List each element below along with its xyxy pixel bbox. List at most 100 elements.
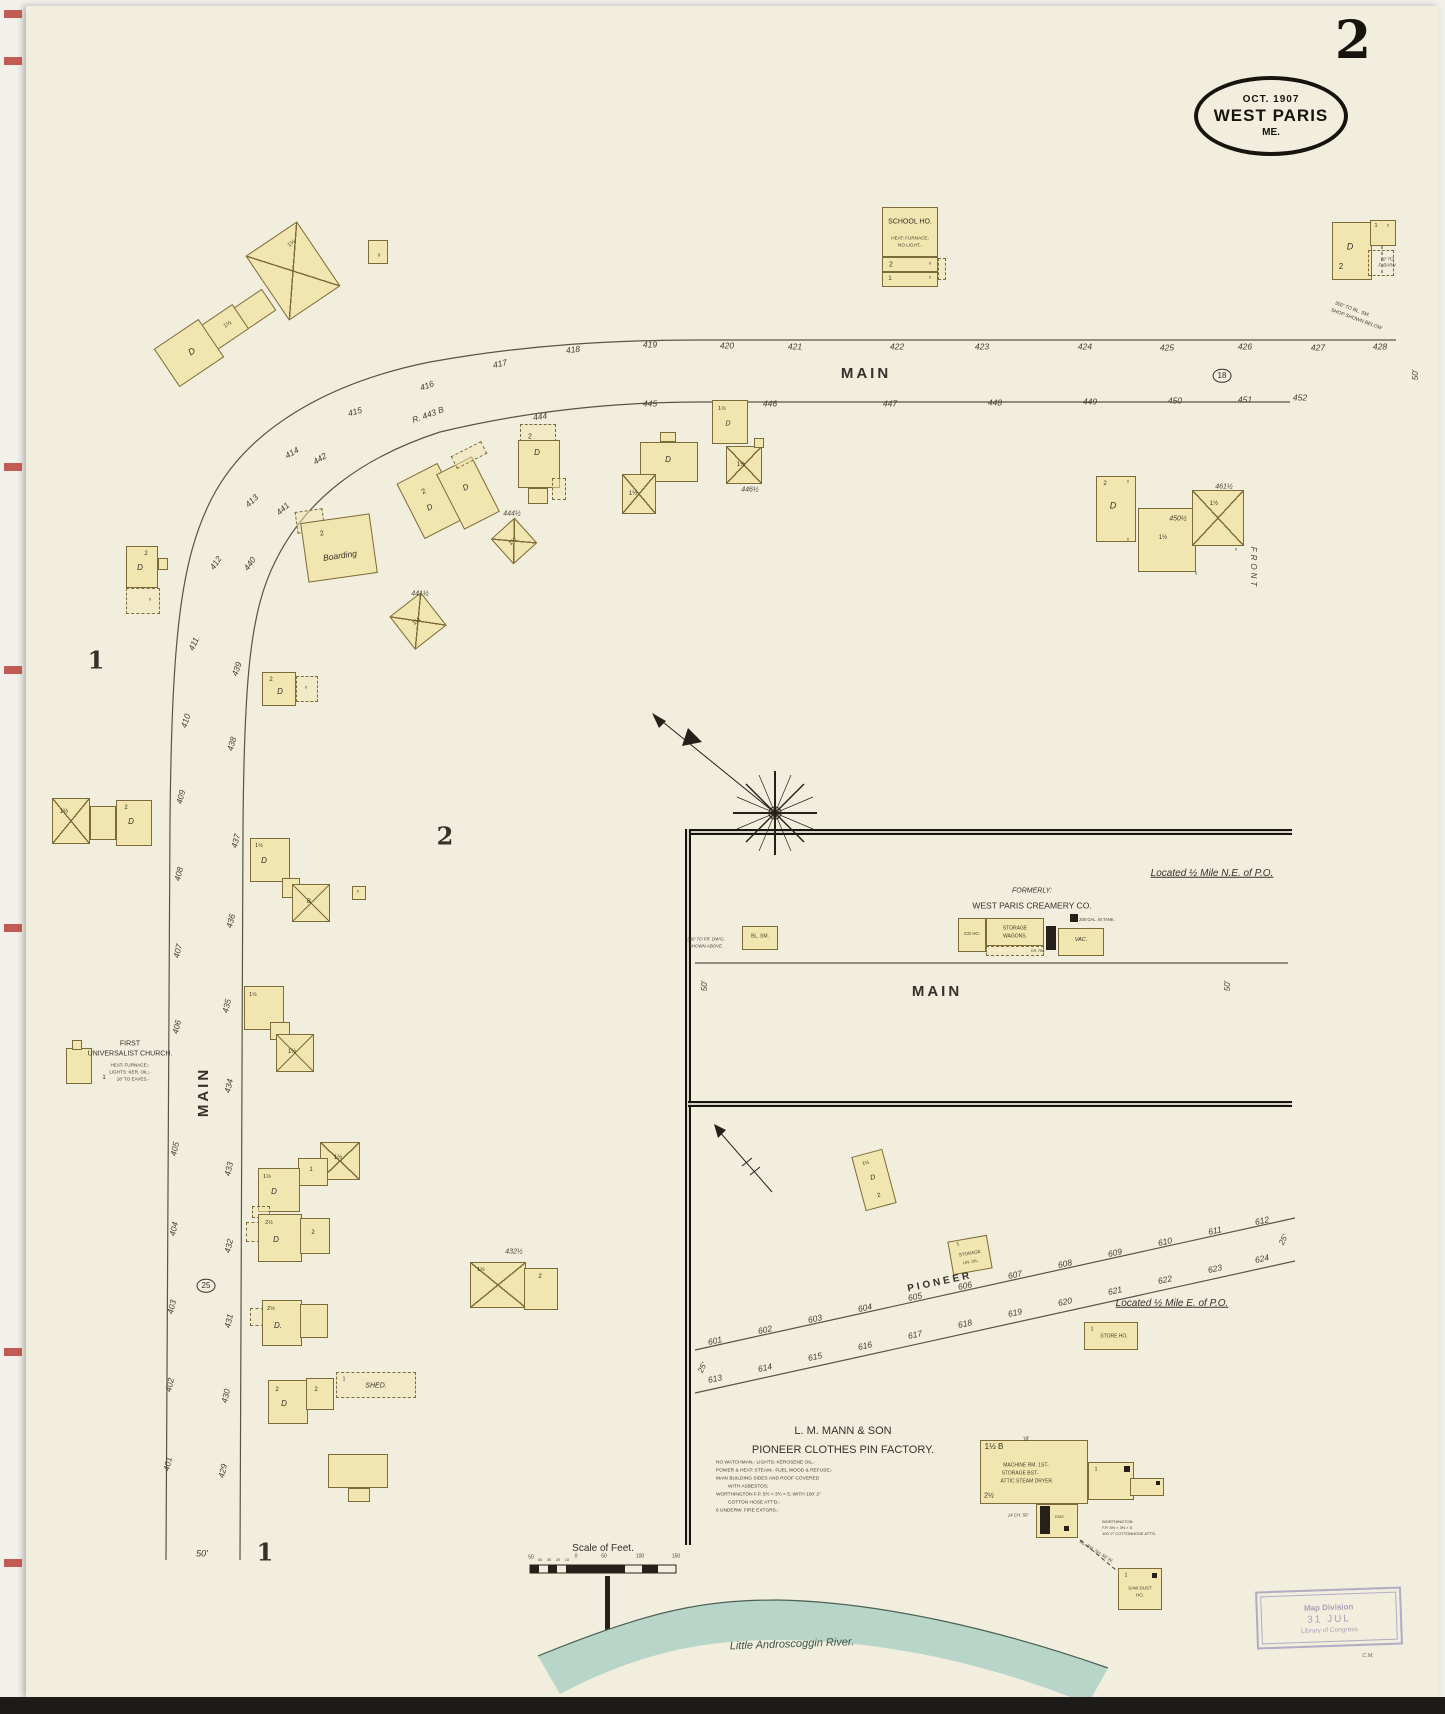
building-height: 1½: [628, 490, 638, 497]
building-height: 1: [1094, 1466, 1098, 1473]
house-number: 461½: [1215, 483, 1233, 491]
building-note: NO LIGHT.-: [898, 242, 922, 248]
building-label: MACHINE RM. 1ST-: [1003, 1462, 1049, 1469]
pioneer-street-top-line: [694, 1217, 1296, 1351]
dwelling-430: [268, 1380, 308, 1424]
scan-shadow: [0, 1697, 1445, 1714]
dwelling-mark: D: [261, 855, 267, 865]
street-width: 50': [1222, 980, 1232, 992]
scale-tick: 30: [546, 1556, 552, 1562]
pioneer-street-bottom-line: [694, 1260, 1296, 1394]
ell-432: [300, 1218, 330, 1254]
house-number: 432½: [505, 1248, 523, 1256]
street-number: 444: [532, 410, 548, 423]
badge-state: ME.: [1262, 127, 1280, 138]
dwelling-432: [258, 1214, 302, 1262]
street-number: 449: [1082, 396, 1098, 407]
dwelling-mark: D: [273, 1234, 279, 1244]
dwelling-mark: D: [128, 816, 134, 826]
church-note: 18' TO EAVES.-: [116, 1076, 150, 1082]
x-mark: x: [377, 252, 381, 259]
building-height: 1: [1090, 1326, 1094, 1333]
building-height: 1: [888, 275, 892, 282]
street-number: 420: [719, 340, 735, 351]
dwelling-450half: [1138, 508, 1196, 572]
x-mark: x: [1126, 478, 1130, 484]
water-tank: [1070, 914, 1078, 922]
block-number: 1: [87, 645, 105, 675]
ell-431: [300, 1304, 328, 1338]
factory-note: COTTON HOSE ATT'D;-: [728, 1500, 781, 1506]
main-street-outer-line: [165, 339, 1396, 1561]
engine-dot: [1064, 1526, 1069, 1531]
block-number-circle: 25: [196, 1278, 216, 1294]
x-mark: x: [928, 274, 932, 280]
tank-note: 200 GAL. W.TANK.: [1079, 916, 1115, 922]
building-label: ENG.: [1055, 1513, 1065, 1519]
dwelling-432half: [524, 1268, 558, 1310]
factory-storage: [1130, 1478, 1164, 1496]
street-width: 50': [196, 1548, 208, 1559]
building-height: 2: [538, 1273, 542, 1280]
building-note: HEAT: FURNACE;: [891, 235, 929, 241]
street-number: 422: [889, 341, 905, 352]
store-house: [1084, 1322, 1138, 1350]
building-height: 2: [889, 261, 893, 269]
building-429: [328, 1454, 388, 1488]
dwelling-431: [262, 1300, 302, 1346]
creamery-label: WEST PARIS CREAMERY CO.: [972, 900, 1092, 911]
main-street-inner-line: [239, 401, 1290, 1561]
dwelling-mark: D: [725, 420, 731, 428]
street-number: 427: [1310, 342, 1326, 353]
factory-note: WITH ASBESTOS;: [728, 1484, 769, 1490]
porch-412: [126, 588, 160, 614]
page-edge-mark: [4, 10, 22, 18]
street-number: 447: [882, 398, 898, 409]
dwelling-409: [116, 800, 152, 846]
pump-note: WORTHINGTON: [1102, 1518, 1133, 1524]
creamery-ice-house: [958, 918, 986, 952]
building-height: 2½: [984, 1492, 994, 1500]
building-label: CR. RM.: [1030, 949, 1046, 954]
building-height: 1½: [1209, 500, 1219, 507]
building-height: 1: [102, 1074, 106, 1081]
factory-note: WORTHINGTON F.P. 5½ × 3½ × 5; WITH 100' …: [716, 1492, 821, 1498]
x-mark: x: [928, 260, 932, 266]
factory-title: PIONEER CLOTHES PIN FACTORY.: [751, 1444, 935, 1457]
building-height: 1½: [736, 461, 746, 468]
distance-note: 300' TO FR. DW'G.: [687, 936, 725, 942]
porch-439: [296, 676, 318, 702]
dwelling-439: [262, 672, 296, 706]
dwelling-mark: D: [277, 686, 283, 696]
building-height: 1½: [249, 992, 257, 999]
creamery-storage: [986, 918, 1044, 946]
shed-430: [336, 1372, 416, 1398]
building-height: 2: [1103, 480, 1107, 487]
block-number: 1: [256, 1537, 274, 1567]
building-height: 1½: [1158, 534, 1168, 541]
location-note: Located ½ Mile N.E. of P.O.: [1150, 867, 1274, 879]
building-height: 2: [1338, 261, 1344, 271]
house-number: 441½: [411, 590, 429, 598]
building-height: 1: [309, 1166, 313, 1173]
dwelling-mark: D: [1346, 241, 1354, 252]
title-badge: OCT. 1907 WEST PARIS ME.: [1194, 76, 1348, 156]
vacant-label: VAC.: [1074, 937, 1088, 944]
factory-note: MAIN BUILDING SIDES AND ROOF COVERED: [716, 1476, 820, 1482]
street-width: 50': [1410, 369, 1420, 381]
creamery-vacant-building: [1058, 928, 1104, 956]
building-height: 2: [144, 550, 148, 557]
school-house-wing2: [882, 272, 938, 287]
block-number: 2: [436, 821, 454, 851]
building-height: 1½ B: [984, 1441, 1004, 1451]
factory-note: POWER & HEAT: STEAM;- FUEL WOOD & REFUSE…: [716, 1468, 833, 1474]
barn-461half: [1192, 490, 1244, 546]
street-name-main-top: MAIN: [840, 365, 892, 383]
page-edge-mark: [4, 924, 22, 932]
dwelling-topright: [1332, 222, 1372, 280]
factory-storage-dot: [1156, 1481, 1160, 1485]
ell-412: [158, 558, 168, 570]
building-height: 1½: [59, 808, 69, 815]
